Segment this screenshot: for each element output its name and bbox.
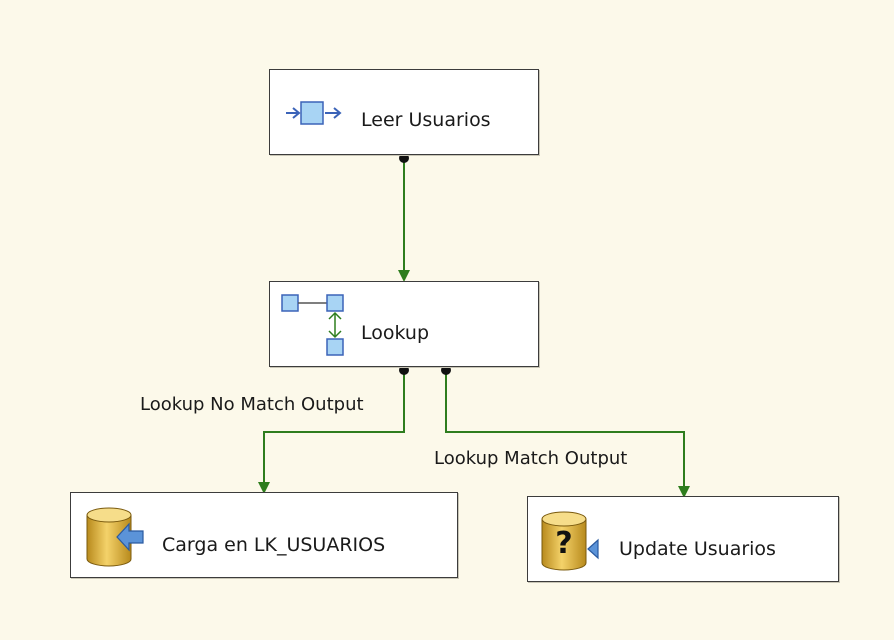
path-no-match[interactable] [258,365,409,494]
output-connector-dot [441,365,451,375]
task-carga-lk-usuarios[interactable]: Carga en LK_USUARIOS [70,492,458,578]
task-update-usuarios[interactable]: ? Update Usuarios [527,496,839,582]
task-label: Lookup [361,322,430,344]
path-label-match: Lookup Match Output [434,448,628,469]
output-connector-dot [399,153,409,163]
task-lookup[interactable]: Lookup [269,281,539,367]
database-destination-icon [86,507,144,567]
path-match[interactable] [441,365,690,498]
database-command-icon: ? [541,511,599,571]
task-label: Carga en LK_USUARIOS [162,534,386,556]
lookup-icon [281,294,344,356]
source-arrow-icon [286,101,342,125]
path-label-no-match: Lookup No Match Output [140,394,364,415]
output-connector-dot [399,365,409,375]
task-label: Leer Usuarios [361,109,491,131]
svg-text:?: ? [555,526,572,561]
task-leer-usuarios[interactable]: Leer Usuarios [269,69,539,155]
path-leer-to-lookup[interactable] [398,153,410,282]
task-label: Update Usuarios [619,538,776,560]
